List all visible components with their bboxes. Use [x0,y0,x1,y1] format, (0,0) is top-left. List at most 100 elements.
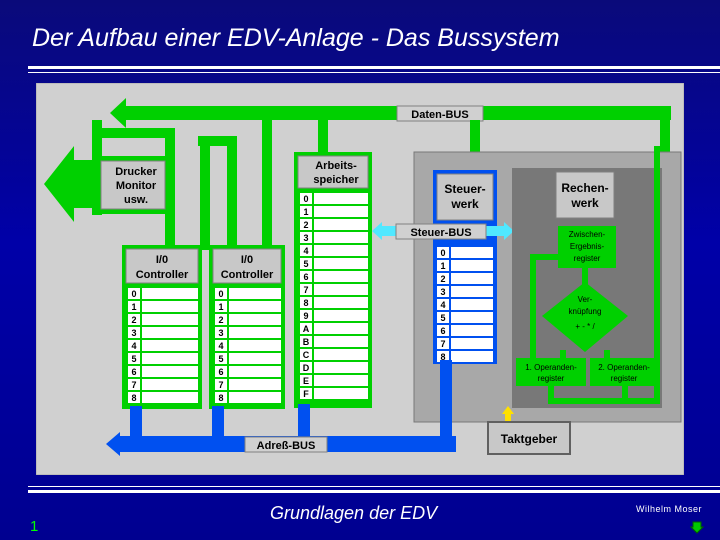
io2-register-index: 7 [218,380,223,390]
memory-register-index: D [303,363,310,373]
memory-register-label-box [300,349,312,360]
memory-register-index: 0 [303,194,308,204]
io1-register-index: 6 [131,367,136,377]
steuerwerk-register-index: 2 [440,274,445,284]
steuerwerk-register-label-box [437,312,449,323]
io1-register-label-box [128,353,140,364]
io1-register-label-box [128,392,140,403]
steuerwerk-register-cell [451,312,493,323]
io-controller-1-subtitle: Controller [136,269,189,281]
memory-register-cell [314,362,368,373]
steuerwerk-register-cell [451,325,493,336]
memory-register-cell [314,284,368,295]
io2-register-index: 0 [218,289,223,299]
memory-register-label-box [300,232,312,243]
steuerwerk-register-index: 4 [440,300,445,310]
io2-register-label-box [215,288,227,299]
bus-system-diagram: Daten-BUS Drucker Monitor [36,83,684,475]
io1-register-index: 4 [131,341,136,351]
operand2-line1: 2. Operanden- [598,363,650,372]
steuerwerk-register-label-box [437,338,449,349]
memory-register-index: E [303,376,309,386]
memory-register-cell [314,336,368,347]
steuerwerk-subtitle: werk [450,197,479,211]
memory-register-index: 3 [303,233,308,243]
io2-register-label-box [215,392,227,403]
io2-register-label-box [215,379,227,390]
io1-register-cell [142,314,198,325]
title-rule-thin [28,72,720,73]
io2-register-cell [229,392,281,403]
steuerwerk-title: Steuer- [444,182,485,196]
memory-register-index: 8 [303,298,308,308]
io1-register-cell [142,327,198,338]
io2-register-cell [229,314,281,325]
zwischen-register-line1: Zwischen- [569,230,606,239]
memory-register-cell [314,258,368,269]
io1-register-index: 0 [131,289,136,299]
steuer-bus: Steuer-BUS [372,222,514,240]
io2-register-cell [229,353,281,364]
io2-register-index: 4 [218,341,223,351]
memory-register-label-box [300,310,312,321]
io1-register-label-box [128,314,140,325]
io2-register-label-box [215,314,227,325]
daten-bus: Daten-BUS [110,98,671,128]
io-controller-2-title: I/0 [241,254,253,266]
io2-register-index: 1 [218,302,223,312]
steuerwerk-register-cell [451,247,493,258]
memory-register-label-box [300,362,312,373]
taktgeber: Taktgeber [487,406,571,455]
memory-register-cell [314,206,368,217]
zwischen-register-line3: register [574,254,601,263]
steuerwerk-register-index: 7 [440,339,445,349]
taktgeber-label: Taktgeber [501,432,558,446]
memory-subtitle: speicher [313,174,359,186]
memory-register-index: 9 [303,311,308,321]
memory-register-label-box [300,206,312,217]
io1-register-cell [142,392,198,403]
memory-register-cell [314,245,368,256]
steuerwerk-register-label-box [437,286,449,297]
memory-register-label-box [300,375,312,386]
memory-register-label-box [300,297,312,308]
memory-register-index: F [303,389,309,399]
io1-register-label-box [128,327,140,338]
io1-register-cell [142,288,198,299]
memory-register-cell [314,271,368,282]
io1-register-label-box [128,340,140,351]
steuerwerk-register-label-box [437,325,449,336]
memory-register-cell [314,375,368,386]
steuerwerk-register-label-box [437,299,449,310]
steuerwerk-register-index: 5 [440,313,445,323]
io1-register-cell [142,366,198,377]
title-rule-thick [28,66,720,69]
author-label: Wilhelm Moser [636,504,703,514]
steuerwerk-register-cell [451,351,493,362]
zwischen-register-line2: Ergebnis- [570,242,605,251]
memory-register-cell [314,232,368,243]
steuerwerk-register-index: 3 [440,287,445,297]
io1-register-label-box [128,288,140,299]
steuerwerk-register-index: 0 [440,248,445,258]
daten-bus-label: Daten-BUS [411,109,468,121]
next-slide-arrow-icon[interactable] [690,520,704,534]
memory-register-index: 5 [303,259,308,269]
steuer-bus-label: Steuer-BUS [410,227,471,239]
memory-register-label-box [300,323,312,334]
memory-register-index: 1 [303,207,308,217]
memory-register-index: 2 [303,220,308,230]
footer-rule-thin [28,486,720,487]
memory-title: Arbeits- [315,160,357,172]
slide-title: Der Aufbau einer EDV-Anlage - Das Bussys… [32,24,560,52]
operators-label: + - * / [575,322,595,331]
steuerwerk-register-cell [451,338,493,349]
memory-register-cell [314,193,368,204]
io1-register-index: 2 [131,315,136,325]
steuerwerk-register-index: 1 [440,261,445,271]
memory-register-label-box [300,219,312,230]
